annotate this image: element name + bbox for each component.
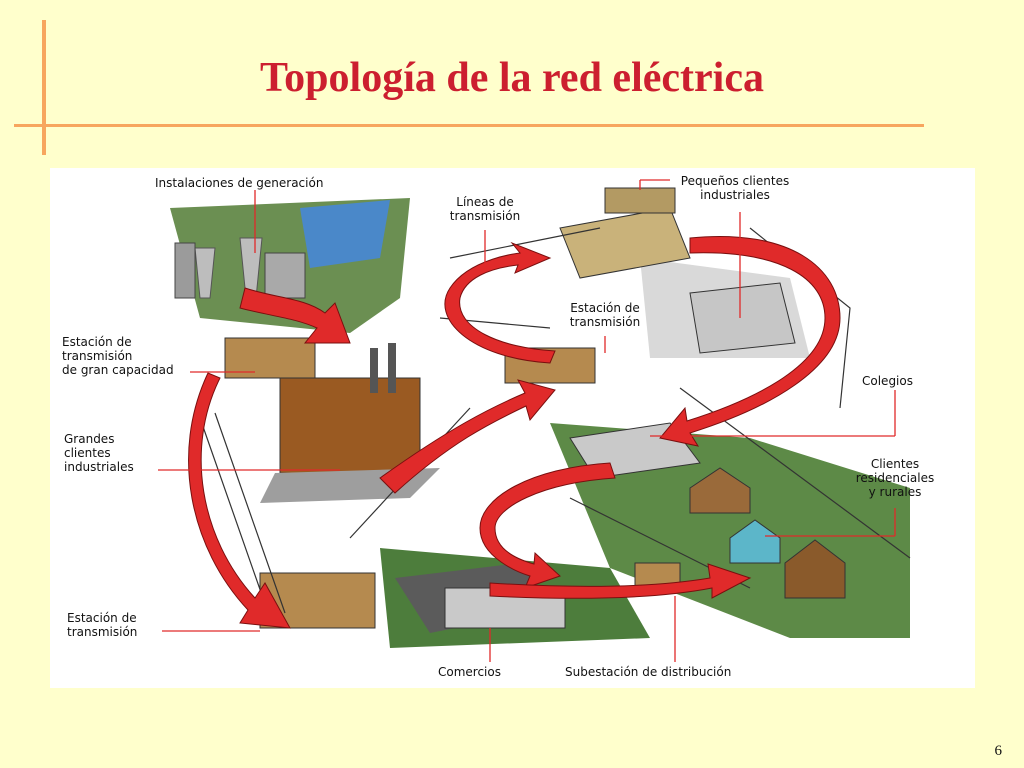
label-shops: Comercios (438, 665, 501, 679)
page-number: 6 (994, 743, 1003, 759)
energy-flow-arrows (188, 236, 841, 629)
large-industrial-factory (260, 343, 440, 503)
slide-title: Topología de la red eléctrica (260, 55, 764, 101)
label-schools: Colegios (862, 374, 913, 388)
hv-transmission-station (224, 337, 316, 379)
label-distribution-substation: Subestación de distribución (565, 665, 732, 679)
arrow-station-to-bottom (188, 372, 291, 629)
small-industrial-buildings (559, 187, 796, 354)
arrow-generation-to-station (239, 287, 351, 344)
label-small-industrial: Pequeños clientes industriales (680, 174, 790, 202)
label-large-industrial: Grandes clientes industriales (64, 432, 134, 474)
illustration-canvas (158, 179, 911, 662)
arrow-industrial-to-station (379, 379, 556, 494)
label-hv-transmission-station: Estación de transmisión de gran capacida… (62, 335, 174, 377)
label-leader-lines (158, 179, 896, 662)
label-residential-rural: Clientes residenciales y rurales (855, 457, 935, 499)
title-decoration-vertical (42, 20, 46, 155)
arrow-industrial-to-school (659, 236, 841, 447)
power-grid-illustration: Instalaciones de generación Líneas de tr… (50, 168, 975, 688)
label-transmission-lines: Líneas de transmisión (449, 195, 521, 223)
arrow-substation-to-homes (489, 563, 752, 599)
residential-houses (689, 467, 846, 599)
label-transmission-station-bottom: Estación de transmisión (67, 611, 138, 639)
label-generation: Instalaciones de generación (155, 176, 324, 190)
label-transmission-station-top: Estación de transmisión (569, 301, 641, 329)
generation-plant (174, 237, 306, 299)
arrow-school-to-shops (479, 462, 616, 589)
title-decoration-horizontal (14, 124, 924, 127)
arrow-station-loop (444, 241, 556, 364)
